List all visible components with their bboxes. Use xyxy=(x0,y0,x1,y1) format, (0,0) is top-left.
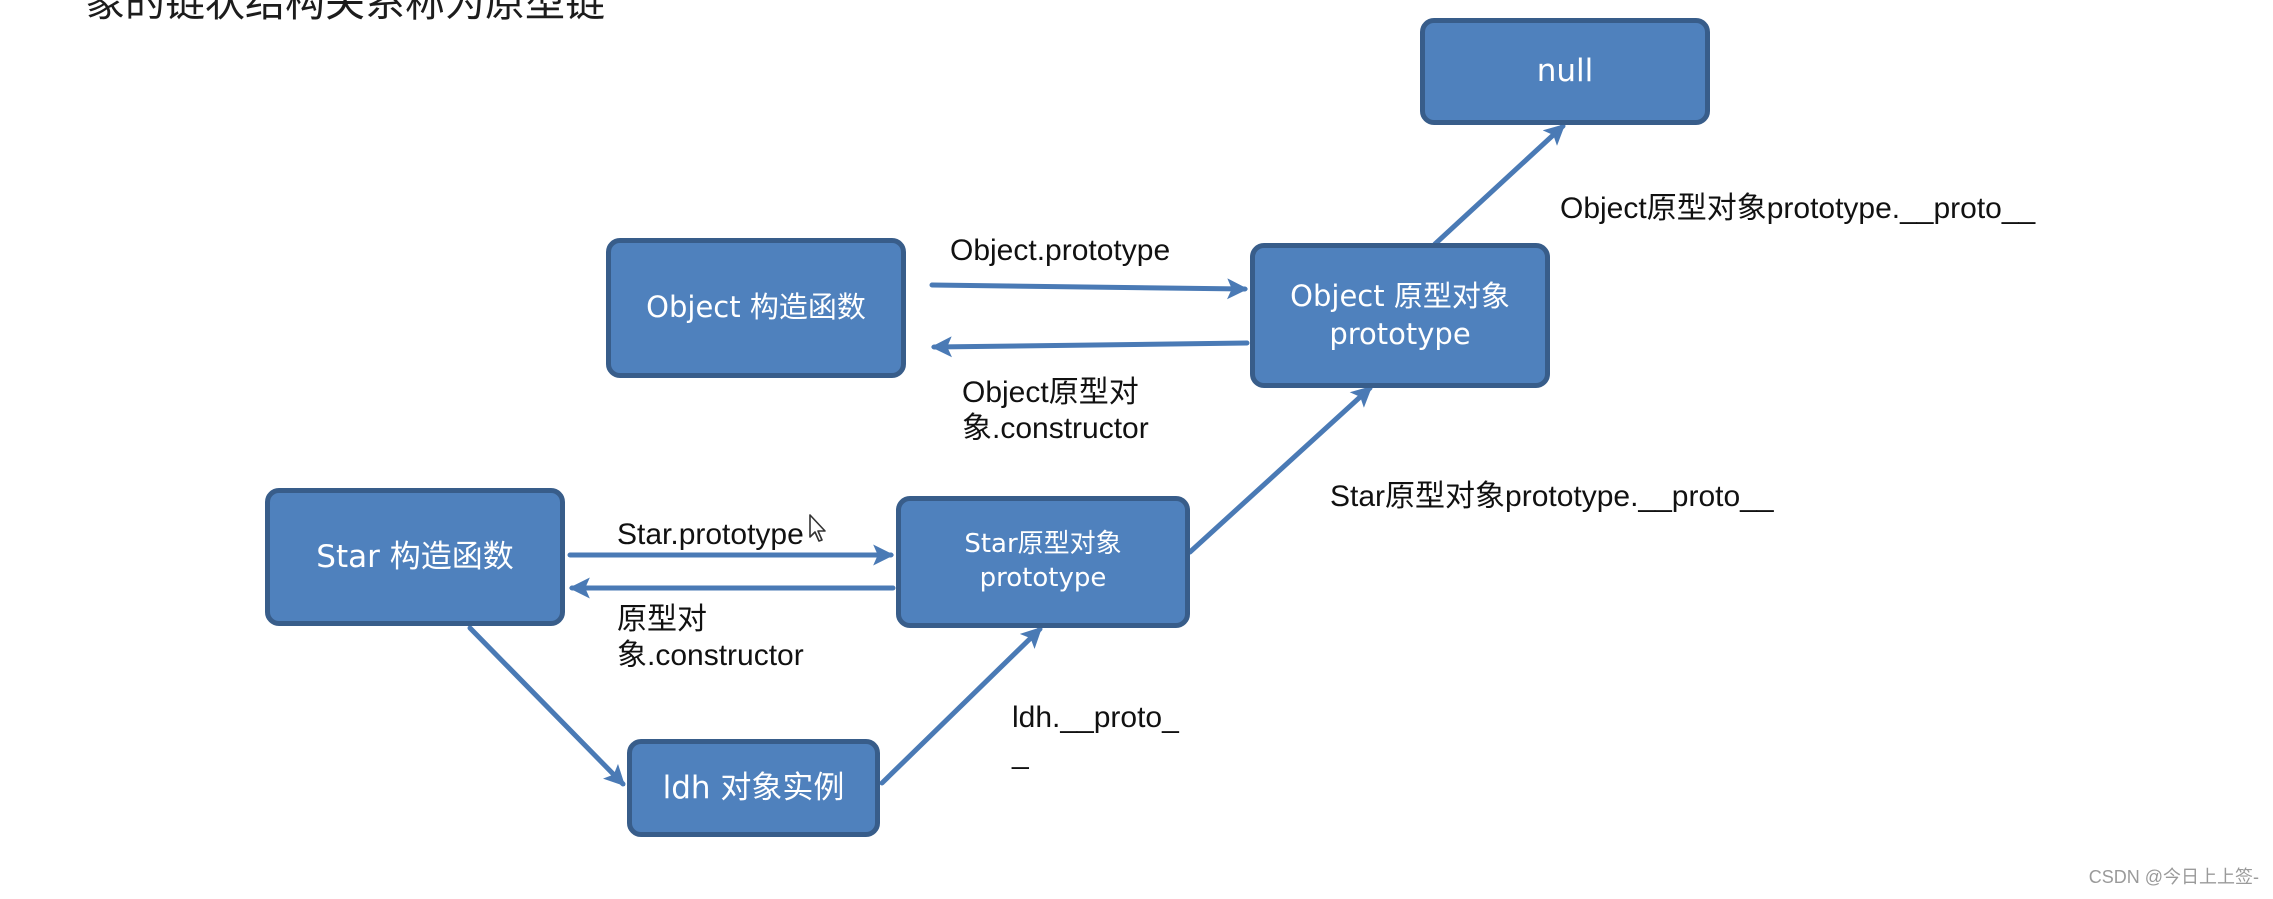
arrow-object-ctor-to-object-proto xyxy=(929,278,1249,300)
mouse-cursor-icon xyxy=(809,514,826,542)
ldh-instance-node: ldh 对象实例 xyxy=(627,739,880,837)
watermark: CSDN @今日上上签- xyxy=(2088,867,2259,887)
edge-label-ldh-proto-line2: _ xyxy=(1012,737,1029,770)
object-constructor-node: Object 构造函数 xyxy=(606,238,906,378)
arrow-star-proto-to-object-proto xyxy=(1187,385,1373,555)
edge-label-object-constructor-line2: 象.constructor xyxy=(962,412,1149,445)
edge-label-object-constructor-line1: Object原型对 xyxy=(962,376,1139,409)
object-prototype-node: Object 原型对象 prototype xyxy=(1250,243,1550,388)
ldh-instance-node-label: ldh 对象实例 xyxy=(662,769,845,806)
object-prototype-node-label-line2: prototype xyxy=(1329,316,1471,351)
arrow-ldh-to-star-proto xyxy=(879,626,1043,786)
edge-label-star-constructor: 原型对 象.constructor xyxy=(617,602,804,674)
edge-label-star-proto-chain: Star原型对象prototype.__proto__ xyxy=(1330,480,1774,513)
edge-label-object-constructor: Object原型对 象.constructor xyxy=(962,375,1149,447)
arrow-object-proto-to-null xyxy=(1432,123,1566,247)
star-prototype-node: Star原型对象 prototype xyxy=(896,496,1190,628)
null-node-label: null xyxy=(1536,53,1594,90)
star-constructor-node-label: Star 构造函数 xyxy=(316,538,514,575)
arrow-object-proto-to-object-ctor xyxy=(930,336,1250,358)
object-prototype-node-label-line1: Object 原型对象 xyxy=(1290,278,1510,313)
page-title: 象的链状结构关系称为原型链 xyxy=(85,0,605,26)
star-prototype-node-label-line1: Star原型对象 xyxy=(964,529,1122,560)
edge-label-star-prototype: Star.prototype xyxy=(617,518,804,551)
edge-label-ldh-proto-line1: ldh.__proto_ xyxy=(1012,701,1179,734)
edge-label-object-proto-chain: Object原型对象prototype.__proto__ xyxy=(1560,192,2036,225)
edge-label-object-prototype: Object.prototype xyxy=(950,234,1171,267)
edge-label-ldh-proto: ldh.__proto_ _ xyxy=(1012,700,1179,772)
star-constructor-node: Star 构造函数 xyxy=(265,488,565,626)
edge-label-star-constructor-line1: 原型对 xyxy=(617,603,707,636)
arrow-star-ctor-to-ldh xyxy=(467,625,626,787)
null-node: null xyxy=(1420,18,1710,125)
edge-label-star-constructor-line2: 象.constructor xyxy=(617,639,804,672)
object-constructor-node-label: Object 构造函数 xyxy=(646,290,866,325)
star-prototype-node-label-line2: prototype xyxy=(979,563,1107,593)
